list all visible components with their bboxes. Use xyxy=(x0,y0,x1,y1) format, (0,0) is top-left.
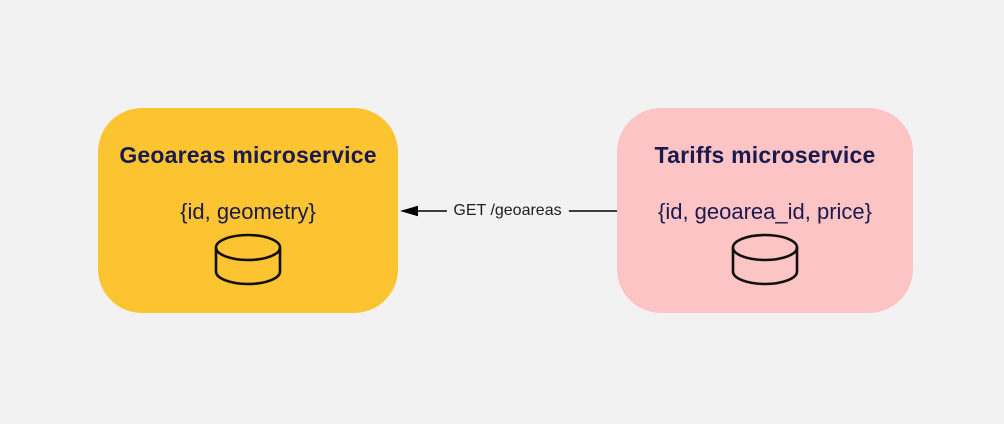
database-icon xyxy=(731,233,799,286)
connector-label: GET /geoareas xyxy=(446,201,569,221)
node-payload: {id, geoarea_id, price} xyxy=(657,199,873,224)
arrowhead-icon xyxy=(400,205,418,217)
node-payload: {id, geometry} xyxy=(180,199,316,224)
node-title: Tariffs microservice xyxy=(654,142,876,168)
connector-get-geoareas: GET /geoareas xyxy=(398,199,617,223)
database-icon xyxy=(214,233,282,286)
node-title: Geoareas microservice xyxy=(119,142,377,168)
node-tariffs-microservice: Tariffs microservice {id, geoarea_id, pr… xyxy=(617,108,913,313)
node-geoareas-microservice: Geoareas microservice {id, geometry} xyxy=(98,108,398,313)
